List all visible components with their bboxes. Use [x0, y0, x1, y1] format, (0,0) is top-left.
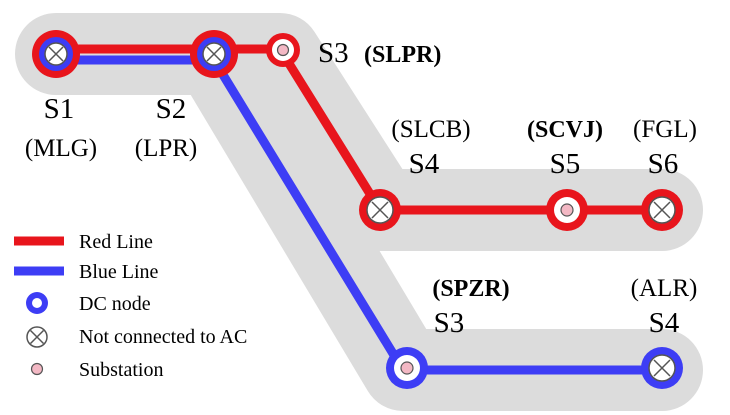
node-s1[interactable] — [32, 30, 80, 78]
s6-red-code: S6 — [648, 148, 679, 180]
legend-red-line-label: Red Line — [79, 231, 153, 253]
blue-line-track — [51, 55, 667, 375]
s3-red-name: (SLPR) — [364, 42, 441, 68]
s2-name: (LPR) — [135, 135, 198, 162]
legend-dc-node-label: DC node — [79, 293, 151, 315]
s1-name: (MLG) — [25, 135, 97, 162]
s5-red-code: S5 — [550, 148, 581, 180]
legend-substation-label: Substation — [79, 359, 163, 381]
s6-red-name: (FGL) — [633, 116, 697, 143]
ring-icon — [26, 292, 48, 314]
pink-dot-icon — [30, 362, 44, 376]
node-s6-red[interactable] — [641, 189, 683, 231]
s5-red-name: (SCVJ) — [527, 117, 603, 143]
legend: Red Line Blue Line DC node Not connected… — [14, 231, 247, 381]
s3-red-code: S3 — [318, 37, 349, 69]
node-s2[interactable] — [190, 30, 238, 78]
s4-red-code: S4 — [409, 148, 440, 180]
circled-x-icon — [26, 326, 48, 348]
s1-code: S1 — [44, 93, 75, 125]
node-s3-red[interactable] — [266, 33, 300, 67]
blue-line — [51, 55, 667, 375]
node-s4-red[interactable] — [359, 189, 401, 231]
node-s4-blue[interactable] — [641, 347, 683, 389]
s4-blue-name: (ALR) — [631, 275, 698, 302]
legend-blue-line-label: Blue Line — [79, 261, 159, 283]
node-s3-blue[interactable] — [386, 347, 428, 389]
legend-not-connected-label: Not connected to AC — [79, 326, 247, 348]
s3-blue-code: S3 — [434, 307, 465, 339]
s3-blue-name: (SPZR) — [432, 276, 509, 302]
s4-blue-code: S4 — [649, 307, 680, 339]
s2-code: S2 — [156, 93, 187, 125]
node-s5-red[interactable] — [546, 189, 588, 231]
s4-red-name: (SLCB) — [391, 116, 470, 143]
